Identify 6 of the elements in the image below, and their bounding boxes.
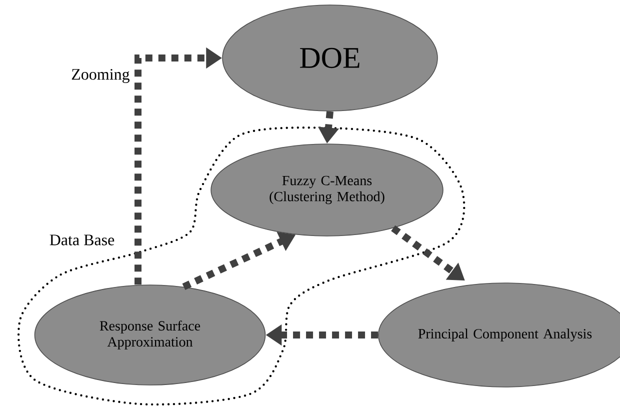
ellipse-node: Principal Component Analysis (378, 282, 620, 388)
edge-label: Zooming (70, 68, 131, 84)
ellipse-node: DOE (222, 4, 438, 112)
region-label: Data Base (50, 234, 114, 246)
ellipse-node: Response Surface Approximation (34, 284, 266, 386)
ellipse-node: Fuzzy C-Means (Clustering Method) (210, 144, 444, 236)
